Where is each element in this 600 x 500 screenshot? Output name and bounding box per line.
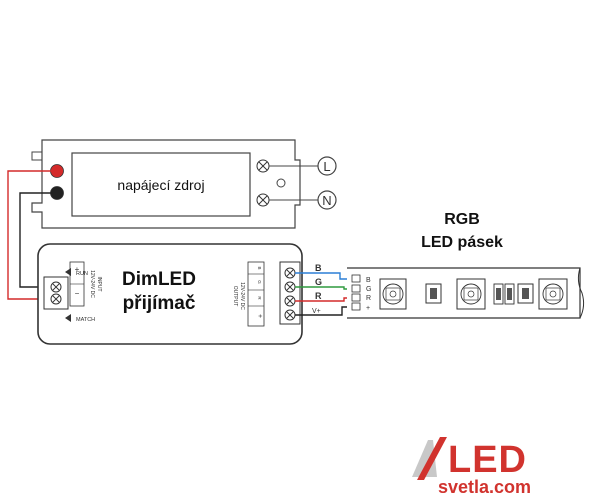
- input-voltage-label: 12V-24V DC: [89, 270, 95, 298]
- strip-title-line2: LED pásek: [421, 234, 503, 251]
- input-label: INPUT: [96, 277, 102, 292]
- wire-label-G: G: [315, 277, 322, 287]
- led-chip-2: [456, 278, 486, 310]
- ac-terminal-L: [256, 159, 270, 173]
- svg-text:R: R: [366, 295, 371, 302]
- wire-label-V: V+: [312, 308, 321, 315]
- svg-text:R: R: [257, 296, 262, 300]
- ac-terminal-N: [256, 193, 270, 207]
- output-label: OUTPUT: [232, 286, 238, 307]
- logo-slash-gray: [412, 440, 437, 477]
- run-label: RUN: [76, 271, 88, 277]
- input-terminal-minus: [50, 281, 62, 293]
- output-voltage-label: 12V-24V DC: [239, 282, 245, 310]
- logo-slash-red: [417, 437, 447, 480]
- svg-text:+: +: [256, 314, 263, 318]
- wire-label-R: R: [315, 291, 322, 301]
- svg-text:B: B: [366, 277, 371, 284]
- wire-red: [295, 297, 352, 302]
- input-terminal-plus: [50, 293, 62, 305]
- receiver-title-line1: DimLED: [122, 269, 196, 290]
- dc-minus-output: [50, 186, 64, 200]
- wire-blue: [295, 272, 352, 280]
- rgb-led-strip: RGB LED pásek B G R +: [347, 211, 585, 319]
- svg-text:−: −: [75, 289, 80, 298]
- svg-text:N: N: [322, 193, 331, 208]
- strip-pads: B G R +: [351, 274, 371, 312]
- resistor-1: [425, 283, 442, 304]
- svg-text:+: +: [75, 265, 80, 274]
- output-wires: B G R V+: [295, 263, 352, 316]
- led-chip-1: [379, 278, 407, 310]
- output-terminal-R: [284, 295, 296, 307]
- mains-N-marker: N: [317, 190, 337, 210]
- dc-wires: [7, 170, 51, 300]
- output-terminal-G: [284, 281, 296, 293]
- dc-plus-output: [50, 164, 64, 178]
- dc-minus-wire: [19, 192, 51, 288]
- wire-black: [295, 306, 352, 316]
- wire-label-B: B: [315, 263, 322, 273]
- logo-small-text: svetla.com: [438, 477, 531, 497]
- svg-text:G: G: [366, 286, 371, 293]
- cut-pads: [493, 283, 515, 305]
- svg-text:+: +: [366, 305, 370, 312]
- dimled-receiver: + − 12V-24V DC INPUT RUN MATCH DimLED př…: [37, 243, 303, 345]
- svg-text:B: B: [257, 266, 262, 269]
- receiver-body: [37, 243, 303, 345]
- wire-green: [295, 286, 352, 290]
- mains-L-marker: L: [317, 156, 337, 176]
- output-terminal-plus: [284, 309, 296, 321]
- svg-text:G: G: [257, 280, 262, 284]
- led-chip-3: [538, 278, 568, 310]
- strip-title-line1: RGB: [444, 211, 480, 228]
- power-supply: napájecí zdroj L N: [31, 139, 337, 229]
- receiver-title-line2: přijímač: [123, 293, 196, 314]
- logo-big-text: LED: [448, 439, 527, 481]
- led-svetla-logo: LED svetla.com: [412, 437, 531, 497]
- power-supply-label: napájecí zdroj: [117, 177, 204, 193]
- dc-plus-wire: [7, 170, 51, 300]
- svg-text:L: L: [323, 159, 330, 174]
- power-supply-label-plate: [71, 152, 251, 217]
- match-label: MATCH: [76, 317, 95, 323]
- output-terminal-B: [284, 267, 296, 279]
- resistor-2: [517, 283, 534, 304]
